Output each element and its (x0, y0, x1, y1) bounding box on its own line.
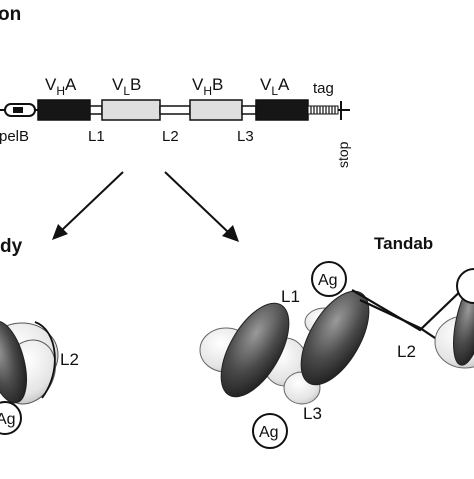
tandab-dark-domain-3 (453, 278, 474, 366)
tandab-label-l3: L3 (303, 404, 322, 423)
label-vhb: VHB (192, 75, 223, 98)
label-tag: tag (313, 80, 334, 97)
label-stop: stop (335, 141, 351, 168)
domain-vla (255, 99, 309, 121)
tandab-molecule (199, 278, 474, 405)
tandab-label-l2: L2 (397, 342, 416, 361)
arrow-to-tandab (164, 171, 239, 242)
linker-l2-segment (159, 105, 191, 115)
tandab-linker-l2 (351, 281, 471, 332)
left-linker-l2 (34, 321, 56, 399)
tag-hatching (310, 106, 336, 114)
label-l3: L3 (237, 128, 254, 145)
linker-l1-segment (89, 105, 103, 115)
domain-vlb (101, 99, 161, 121)
label-l2: L2 (162, 128, 179, 145)
label-vha: VHA (45, 75, 77, 98)
tandab-antigen-bottom: Ag (252, 413, 288, 449)
svg-text:Ag: Ag (0, 411, 16, 428)
domain-vhb (189, 99, 243, 121)
label-vlb: VLB (112, 75, 141, 98)
left-dark-domain (0, 320, 28, 404)
arrow-to-left-product (52, 171, 124, 240)
tandab-dark-domain-1 (220, 302, 290, 398)
tandab-dark-domain-2 (300, 290, 370, 386)
left-linker-label: L2 (60, 350, 79, 369)
domain-vha (37, 99, 91, 121)
tandab-antigen-top: Ag (311, 261, 347, 297)
label-l1: L1 (88, 128, 105, 145)
linker-l3-segment (241, 105, 257, 115)
gene-construct (0, 99, 350, 121)
construct-title: on (0, 4, 21, 25)
left-product-title: dy (0, 236, 23, 257)
svg-text:Ag: Ag (318, 272, 338, 289)
signal-peptide-core (13, 107, 23, 113)
label-vla: VLA (260, 75, 290, 98)
svg-text:Ag: Ag (259, 424, 279, 441)
tandab-title: Tandab (374, 234, 433, 253)
left-product-molecule (0, 320, 59, 405)
tandab-label-l1: L1 (281, 287, 300, 306)
tandab-antigen-right-cropped (456, 268, 474, 304)
left-antigen: Ag (0, 401, 22, 435)
label-pelb: pelB (0, 128, 29, 145)
